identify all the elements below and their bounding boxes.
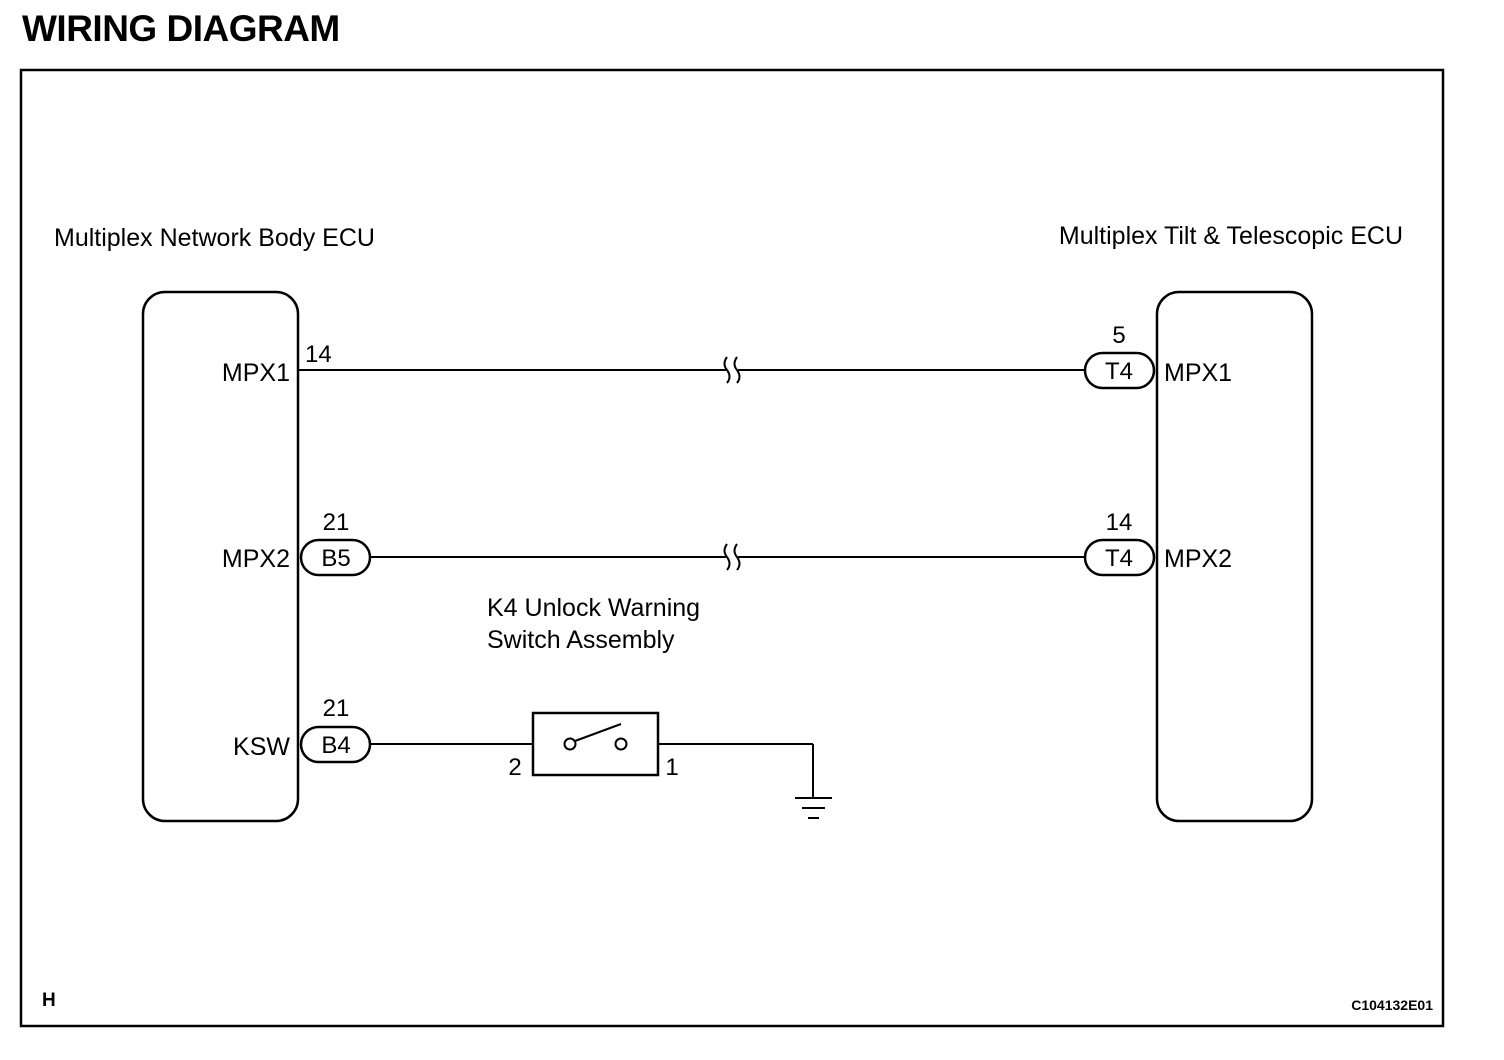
wire-ksw	[370, 743, 814, 798]
right-connector-label: T4	[1105, 358, 1133, 385]
diagram-frame	[19, 68, 1445, 1028]
left-connector-label: B4	[321, 732, 350, 759]
connector-t4-mpx1	[1083, 351, 1156, 390]
right-pin-number: 5	[1112, 322, 1125, 349]
left-ecu-name: Multiplex Network Body ECU	[54, 224, 375, 252]
right-signal-label: MPX1	[1164, 359, 1232, 387]
left-pin-number: 21	[323, 509, 350, 536]
diagram-title: WIRING DIAGRAM	[22, 8, 340, 49]
switch-name-line1: K4 Unlock Warning	[487, 594, 700, 622]
left-connector-label: B5	[321, 545, 350, 572]
unlock-warning-switch	[531, 711, 660, 777]
wire-mpx1	[298, 356, 1085, 384]
left-signal-label: KSW	[233, 733, 290, 761]
switch-pin-right: 1	[665, 754, 678, 781]
right-pin-number: 14	[1106, 509, 1133, 536]
connector-b5	[299, 538, 372, 577]
left-pin-number: 14	[305, 341, 332, 368]
switch-pin-left: 2	[508, 754, 521, 781]
footer-code-right: C104132E01	[1351, 997, 1433, 1013]
left-pin-number: 21	[323, 695, 350, 722]
switch-name-line2: Switch Assembly	[487, 626, 675, 654]
right-ecu-box	[1155, 290, 1314, 823]
right-signal-label: MPX2	[1164, 545, 1232, 573]
left-ecu-box	[141, 290, 300, 823]
left-signal-label: MPX1	[222, 359, 290, 387]
right-connector-label: T4	[1105, 545, 1133, 572]
wire-mpx2	[370, 543, 1085, 571]
footer-code-left: H	[42, 990, 56, 1011]
ground-icon	[795, 797, 832, 819]
left-signal-label: MPX2	[222, 545, 290, 573]
right-ecu-name: Multiplex Tilt & Telescopic ECU	[1059, 222, 1403, 250]
connector-t4-mpx2	[1083, 538, 1156, 577]
